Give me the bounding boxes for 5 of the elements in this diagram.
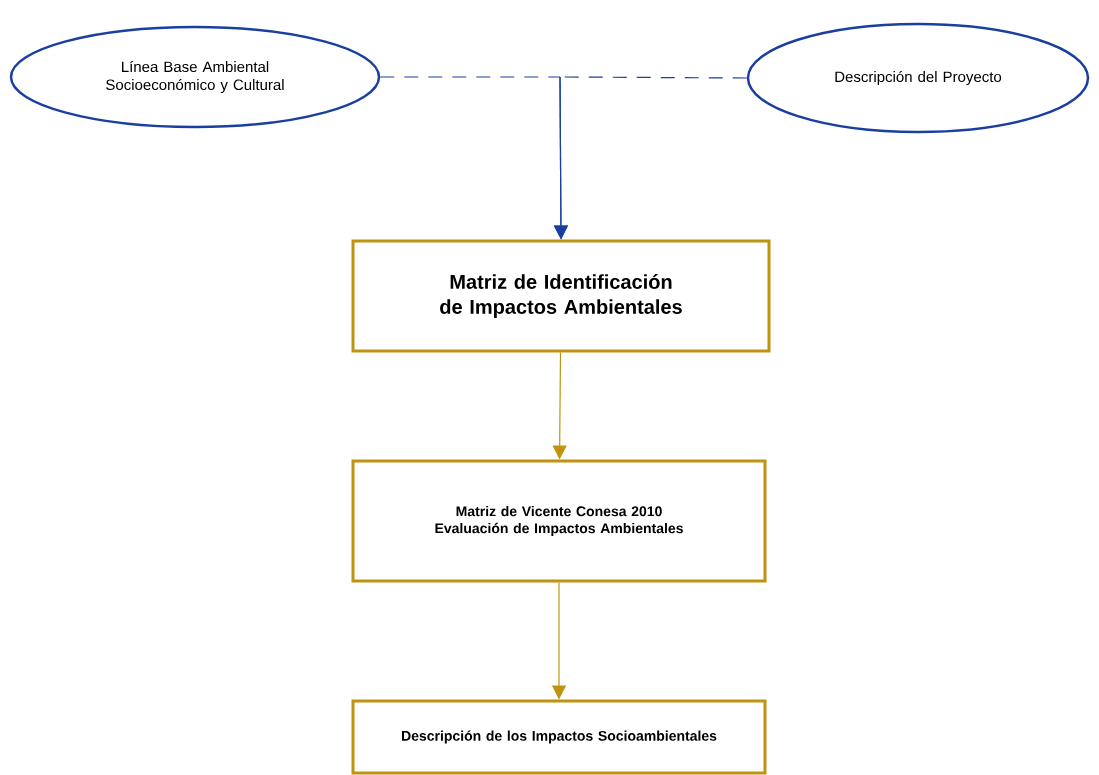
process-box: Matriz de Vicente Conesa 2010 Evaluación de Impactos Ambientales	[351, 459, 767, 583]
process-box: Descripción de los Impactos Socioambientales	[351, 699, 767, 775]
ellipse-node: Descripción del Proyecto	[746, 22, 1090, 134]
ellipse-node: Línea Base Ambiental Socioeconómico y Cultural	[9, 25, 381, 129]
process-box: Matriz de Identificación de Impactos Ambientales	[351, 239, 771, 353]
